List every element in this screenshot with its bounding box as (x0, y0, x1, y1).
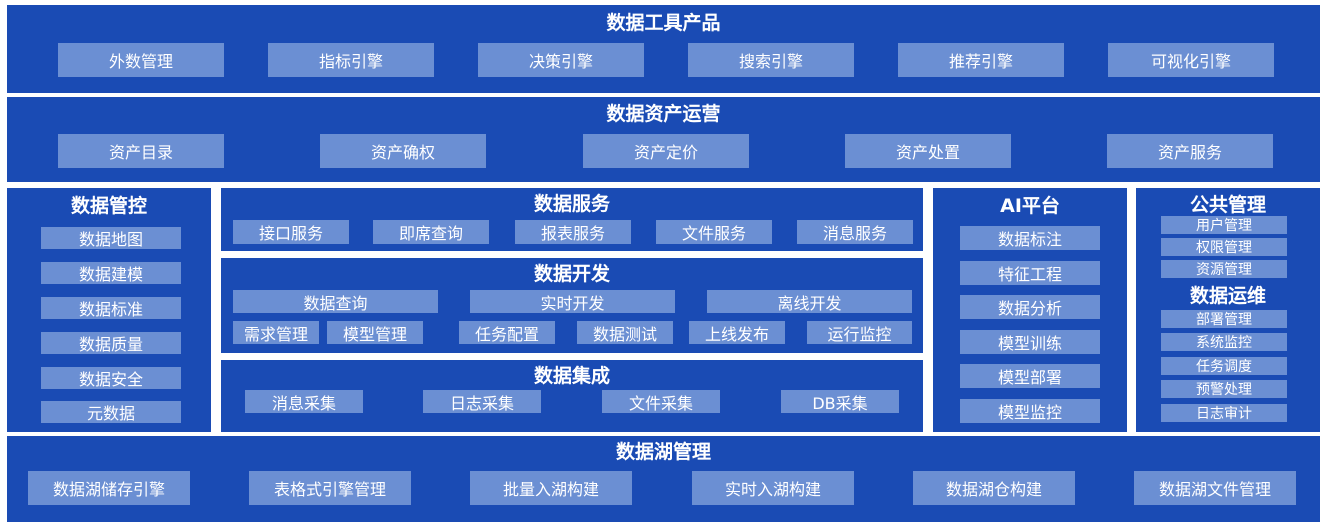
ai-data-labeling: 数据标注 (960, 226, 1100, 250)
data-tools-panel: 数据工具产品 外数管理 指标引擎 决策引擎 搜索引擎 推荐引擎 可视化引擎 (7, 5, 1320, 93)
integration-file: 文件采集 (602, 390, 720, 413)
lake-table-format-engine: 表格式引擎管理 (249, 471, 411, 505)
tool-decision-engine: 决策引擎 (478, 43, 644, 77)
service-report: 报表服务 (515, 220, 631, 244)
asset-ops-title: 数据资产运营 (606, 103, 721, 125)
governance-metadata: 元数据 (41, 401, 181, 423)
lake-title: 数据湖管理 (615, 441, 711, 463)
develop-run-monitor: 运行监控 (807, 321, 912, 344)
data-ops-title: 数据运维 (1189, 285, 1266, 307)
public-mgmt-title: 公共管理 (1189, 194, 1266, 216)
integration-title: 数据集成 (533, 365, 610, 387)
develop-data-test: 数据测试 (577, 321, 673, 344)
asset-pricing: 资产定价 (583, 134, 749, 168)
develop-offline: 离线开发 (707, 290, 912, 313)
integration-log: 日志采集 (423, 390, 541, 413)
tool-external-data: 外数管理 (58, 43, 224, 77)
governance-data-map: 数据地图 (41, 227, 181, 249)
asset-service: 资产服务 (1107, 134, 1273, 168)
asset-catalog: 资产目录 (58, 134, 224, 168)
ops-alert-handling: 预警处理 (1161, 380, 1287, 398)
tool-recommend-engine: 推荐引擎 (898, 43, 1064, 77)
asset-rights: 资产确权 (320, 134, 486, 168)
ai-model-training: 模型训练 (960, 330, 1100, 354)
develop-data-query: 数据查询 (233, 290, 438, 313)
lake-realtime-ingest: 实时入湖构建 (692, 471, 854, 505)
ai-model-deploy: 模型部署 (960, 364, 1100, 388)
service-title: 数据服务 (533, 193, 610, 215)
governance-panel: 数据管控 数据地图 数据建模 数据标准 数据质量 数据安全 元数据 (7, 188, 211, 432)
ops-system-monitor: 系统监控 (1161, 333, 1287, 351)
develop-model: 模型管理 (327, 321, 423, 344)
governance-data-modeling: 数据建模 (41, 262, 181, 284)
public-permission-mgmt: 权限管理 (1161, 238, 1287, 256)
ai-data-analysis: 数据分析 (960, 295, 1100, 319)
ai-panel: AI平台 数据标注 特征工程 数据分析 模型训练 模型部署 模型监控 (933, 188, 1127, 432)
public-ops-panel: 公共管理 用户管理 权限管理 资源管理 数据运维 部署管理 系统监控 任务调度 … (1136, 188, 1320, 432)
develop-title: 数据开发 (533, 263, 610, 285)
lake-storage-engine: 数据湖储存引擎 (28, 471, 190, 505)
develop-release: 上线发布 (689, 321, 785, 344)
lakehouse-build: 数据湖仓构建 (913, 471, 1075, 505)
lake-batch-ingest: 批量入湖构建 (470, 471, 632, 505)
develop-task-config: 任务配置 (459, 321, 555, 344)
governance-data-security: 数据安全 (41, 367, 181, 389)
data-tools-title: 数据工具产品 (606, 12, 721, 34)
governance-data-standard: 数据标准 (41, 297, 181, 319)
tool-visualization-engine: 可视化引擎 (1108, 43, 1274, 77)
integration-db: DB采集 (781, 390, 899, 413)
tool-metric-engine: 指标引擎 (268, 43, 434, 77)
service-panel: 数据服务 接口服务 即席查询 报表服务 文件服务 消息服务 (221, 188, 923, 251)
asset-ops-panel: 数据资产运营 资产目录 资产确权 资产定价 资产处置 资产服务 (7, 97, 1320, 182)
service-file: 文件服务 (656, 220, 772, 244)
asset-disposal: 资产处置 (845, 134, 1011, 168)
develop-requirement: 需求管理 (233, 321, 319, 344)
service-message: 消息服务 (797, 220, 913, 244)
ops-deploy-mgmt: 部署管理 (1161, 310, 1287, 328)
governance-data-quality: 数据质量 (41, 332, 181, 354)
public-resource-mgmt: 资源管理 (1161, 260, 1287, 278)
lake-panel: 数据湖管理 数据湖储存引擎 表格式引擎管理 批量入湖构建 实时入湖构建 数据湖仓… (7, 436, 1320, 522)
integration-panel: 数据集成 消息采集 日志采集 文件采集 DB采集 (221, 360, 923, 432)
ops-task-schedule: 任务调度 (1161, 357, 1287, 375)
develop-panel: 数据开发 数据查询 实时开发 离线开发 需求管理 模型管理 任务配置 数据测试 … (221, 258, 923, 353)
ai-title: AI平台 (1000, 195, 1060, 217)
ai-feature-engineering: 特征工程 (960, 261, 1100, 285)
ai-model-monitor: 模型监控 (960, 399, 1100, 423)
public-user-mgmt: 用户管理 (1161, 216, 1287, 234)
service-adhoc-query: 即席查询 (373, 220, 489, 244)
service-api: 接口服务 (233, 220, 349, 244)
lake-file-mgmt: 数据湖文件管理 (1134, 471, 1296, 505)
tool-search-engine: 搜索引擎 (688, 43, 854, 77)
integration-message: 消息采集 (245, 390, 363, 413)
develop-realtime: 实时开发 (470, 290, 675, 313)
ops-log-audit: 日志审计 (1161, 404, 1287, 422)
governance-title: 数据管控 (70, 195, 147, 217)
